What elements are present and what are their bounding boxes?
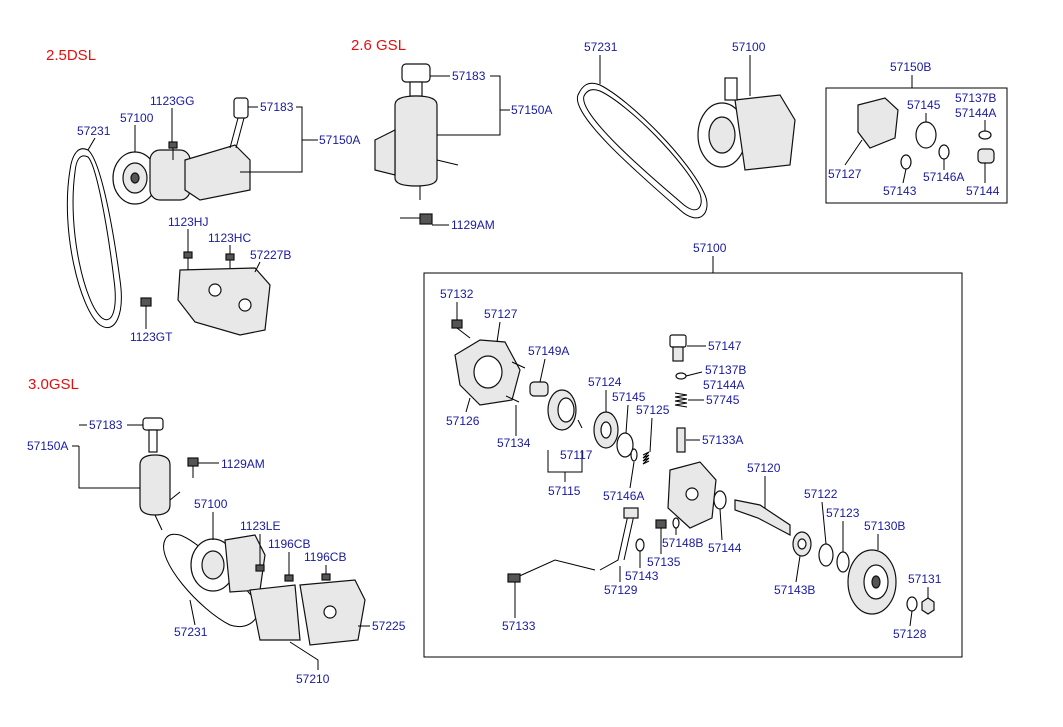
- label-57126: 57126: [446, 414, 480, 428]
- group-2.5dsl: 57231 57100 1123GG 57183 57150A 1123HJ 1…: [66, 94, 360, 344]
- label-57133A: 57133A: [702, 433, 743, 447]
- label-1123GT: 1123GT: [130, 330, 173, 344]
- group-2.6gsl: 57183 57150A 1129AM: [374, 63, 552, 232]
- label-57137B-b: 57137B: [705, 363, 746, 377]
- label-57134: 57134: [497, 436, 531, 450]
- label-57149A: 57149A: [528, 344, 569, 358]
- label-1123GG: 1123GG: [150, 94, 194, 108]
- group-3.0gsl: 57183 57150A 1129AM 57100 1123LE 1196CB …: [27, 417, 406, 686]
- label-57231-a: 57231: [77, 124, 111, 138]
- belt-top: [576, 82, 708, 219]
- label-57144A-a: 57144A: [955, 106, 996, 120]
- section-2.5dsl-title: 2.5DSL: [46, 47, 96, 64]
- box-57100: [423, 272, 963, 658]
- label-57127-a: 57127: [828, 167, 862, 181]
- belt-inner-2.5dsl: [72, 155, 116, 321]
- reservoir-3.0gsl: [139, 454, 171, 516]
- label-57123: 57123: [826, 506, 860, 520]
- label-57146A-b: 57146A: [603, 489, 644, 503]
- section-3.0gsl-title: 3.0GSL: [28, 376, 79, 393]
- label-57225: 57225: [372, 619, 406, 633]
- label-57210: 57210: [296, 672, 330, 686]
- label-57133: 57133: [502, 619, 536, 633]
- label-57745: 57745: [706, 393, 740, 407]
- label-57137B-a: 57137B: [955, 91, 996, 105]
- label-1196CB-a: 1196CB: [268, 537, 310, 551]
- reservoir-2.5dsl: [184, 144, 251, 201]
- label-57231-b: 57231: [584, 40, 618, 54]
- reservoir-cap-2.5dsl: [233, 97, 249, 119]
- label-57100-a: 57100: [120, 111, 154, 125]
- label-57144-a: 57144: [966, 184, 1000, 198]
- label-57125: 57125: [636, 403, 670, 417]
- group-exploded-57100: 57100 57132 57127 57126 57134 57149A 571…: [423, 241, 963, 658]
- label-57145-a: 57145: [907, 98, 941, 112]
- label-57227B: 57227B: [250, 248, 291, 262]
- label-57143-a: 57143: [883, 184, 917, 198]
- label-57150A-c: 57150A: [27, 439, 68, 453]
- label-1123HJ: 1123HJ: [168, 215, 208, 229]
- label-57183-c: 57183: [89, 418, 123, 432]
- label-57131: 57131: [908, 572, 942, 586]
- label-57117: 57117: [560, 448, 593, 462]
- label-57143-b: 57143: [625, 569, 659, 583]
- bracket-57227B: [177, 267, 271, 336]
- label-1129AM-b: 1129AM: [221, 457, 265, 471]
- label-57100-b: 57100: [732, 40, 766, 54]
- pipe-57129: [599, 514, 635, 571]
- label-57143B: 57143B: [774, 583, 815, 597]
- label-57132: 57132: [440, 287, 474, 301]
- label-57145-b: 57145: [612, 390, 646, 404]
- label-57124: 57124: [588, 375, 622, 389]
- group-57150B: 57150B 57145 57137B 57144A 57127 57143 5…: [825, 60, 1008, 204]
- label-57146A-a: 57146A: [923, 170, 964, 184]
- label-57148B: 57148B: [662, 536, 703, 550]
- label-57144-b: 57144: [708, 541, 742, 555]
- label-57122: 57122: [804, 487, 838, 501]
- gasket-57127-a: [857, 97, 899, 149]
- section-2.6gsl-title: 2.6 GSL: [351, 37, 406, 54]
- label-1196CB-b: 1196CB: [304, 550, 346, 564]
- label-57183-b: 57183: [452, 69, 486, 83]
- label-57127-b: 57127: [484, 307, 518, 321]
- label-57183-a: 57183: [260, 100, 294, 114]
- box-57150B: [825, 87, 1008, 204]
- reservoir-2.6gsl: [394, 95, 438, 187]
- label-57100-d: 57100: [693, 241, 727, 255]
- spring-57125: [642, 451, 650, 465]
- label-57120: 57120: [747, 461, 781, 475]
- label-57147: 57147: [708, 339, 742, 353]
- label-57150A-b: 57150A: [511, 103, 552, 117]
- label-57115: 57115: [548, 484, 581, 498]
- label-57129: 57129: [604, 583, 638, 597]
- label-57150A-a: 57150A: [319, 133, 360, 147]
- label-1123HC: 1123HC: [208, 231, 251, 245]
- shaft-57120: [734, 499, 791, 536]
- label-57150B: 57150B: [890, 60, 931, 74]
- reservoir-cap-3.0gsl: [142, 417, 164, 431]
- label-57128: 57128: [893, 627, 927, 641]
- reservoir-cap-2.6gsl: [401, 63, 431, 83]
- pump-body-2.5dsl: [149, 149, 191, 201]
- pump-body-top: [734, 94, 796, 171]
- reservoir-bracket-2.6gsl: [374, 129, 396, 176]
- label-57135: 57135: [647, 555, 681, 569]
- group-top-pump: 57231 57100: [576, 40, 796, 219]
- label-57144A-b: 57144A: [703, 378, 744, 392]
- label-1123LE: 1123LE: [240, 519, 280, 533]
- label-57231-c: 57231: [174, 625, 208, 639]
- label-57130B: 57130B: [864, 519, 905, 533]
- belt-2.5dsl: [66, 148, 122, 328]
- label-57100-c: 57100: [194, 497, 228, 511]
- label-1129AM-a: 1129AM: [451, 218, 495, 232]
- bracket-57210: [249, 584, 301, 641]
